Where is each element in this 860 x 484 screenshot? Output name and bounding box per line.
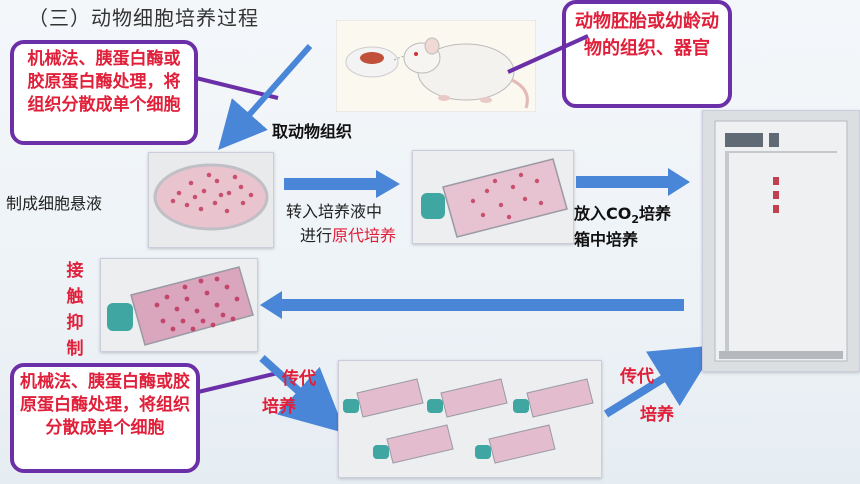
label-contact-char: 触 — [66, 287, 84, 307]
label-take-tissue: 取动物组织 — [272, 122, 353, 141]
subculture-flask — [427, 378, 508, 418]
callout-pointer-bottom-left — [197, 370, 283, 394]
callout-pointer-top-right — [507, 34, 589, 74]
arrow-incubator-to-flask — [282, 299, 684, 311]
co2-incubator-image — [702, 110, 860, 372]
label-incubator-suffix: 培养 — [639, 204, 672, 223]
callout-dissociation-top: 机械法、胰蛋白酶或胶原蛋白酶处理，将组织分散成单个细胞 — [10, 40, 198, 145]
petri-dish-image — [148, 152, 274, 248]
label-subculture-right-2: 培养 — [640, 405, 674, 425]
label-transfer-prefix: 进行 — [300, 226, 333, 245]
page-title: （三）动物细胞培养过程 — [28, 6, 259, 30]
label-incubator-prefix: 放入CO — [574, 204, 632, 223]
label-incubator-line2: 箱中培养 — [574, 230, 639, 249]
subculture-flask — [343, 378, 424, 418]
callout-dissociation-bottom: 机械法、胰蛋白酶或胶原蛋白酶处理，将组织分散成单个细胞 — [10, 363, 200, 473]
label-subculture-right-1: 传代 — [620, 367, 654, 387]
subculture-flask — [373, 424, 454, 464]
arrow-mouse-to-dish — [218, 44, 313, 150]
primary-culture-flask-image — [412, 150, 574, 244]
label-contact-char: 抑 — [66, 313, 84, 333]
label-contact-char: 接 — [66, 261, 84, 281]
label-make-suspension: 制成细胞悬液 — [6, 194, 103, 213]
label-contact-char: 制 — [66, 339, 84, 359]
label-contact-inhibition: 接 触 抑 制 — [64, 258, 86, 362]
arrow-dish-to-flask — [284, 178, 376, 190]
arrow-flask-to-incubator — [576, 176, 668, 188]
label-incubator-line1: 放入CO2培养 — [574, 200, 671, 226]
subculture-flask — [513, 378, 594, 418]
label-subculture-left-2: 培养 — [262, 397, 296, 417]
mouse-image — [336, 20, 536, 112]
label-incubator-sub: 2 — [631, 213, 640, 227]
label-primary-culture: 原代培养 — [332, 226, 397, 245]
arrow-subculture-to-incubator — [603, 345, 718, 418]
label-transfer-line1: 转入培养液中 — [286, 202, 383, 221]
arrow-flask-to-subculture — [259, 355, 346, 434]
contact-inhibition-flask-image — [100, 258, 258, 352]
subculture-flask — [475, 424, 556, 464]
callout-tissue-source: 动物胚胎或幼龄动物的组织、器官 — [562, 0, 732, 108]
subculture-flasks-image — [338, 360, 602, 478]
label-subculture-left-1: 传代 — [282, 369, 316, 389]
label-transfer-line2: 进行原代培养 — [300, 222, 396, 246]
